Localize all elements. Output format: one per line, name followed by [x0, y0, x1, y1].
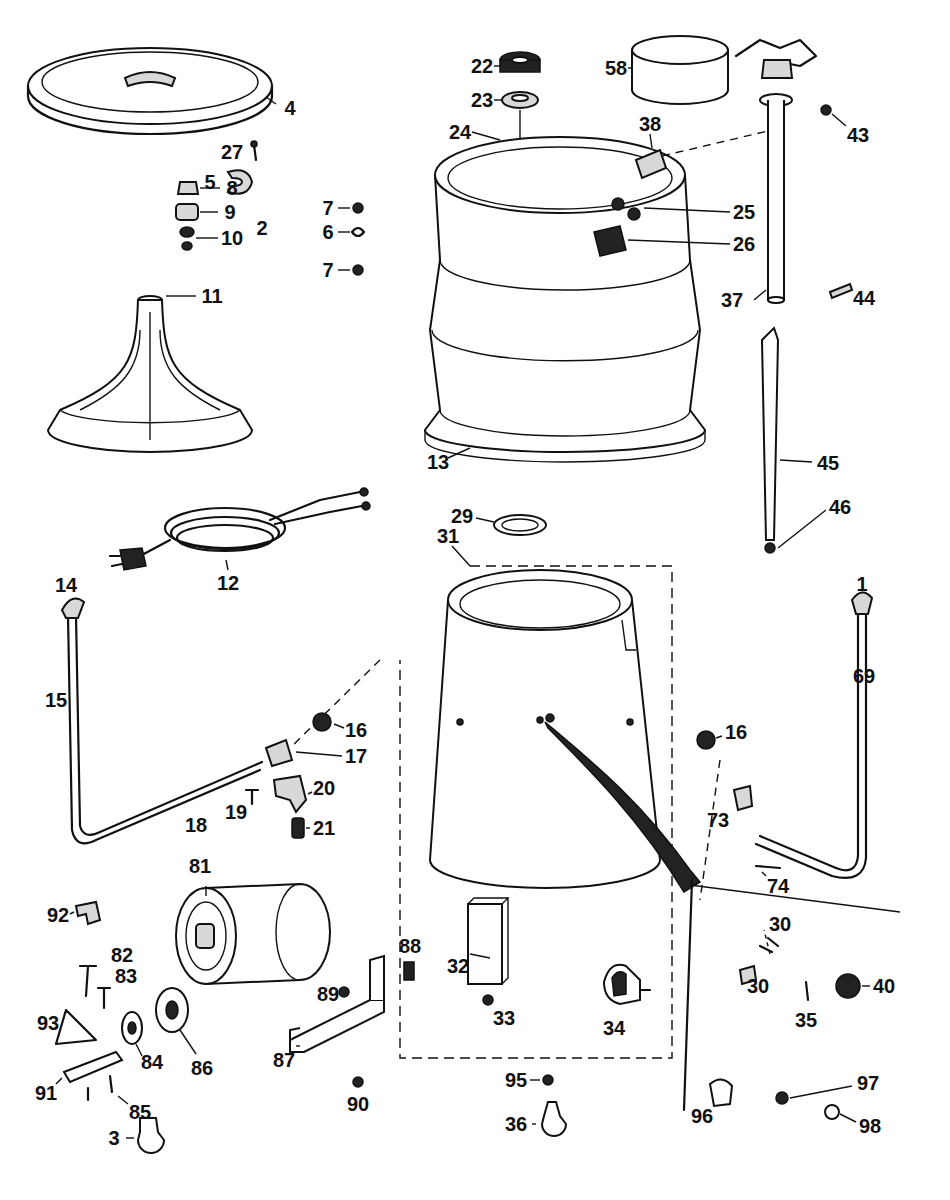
callout-number: 91 [35, 1083, 57, 1103]
callout-number: 12 [217, 573, 239, 593]
callout-number: 9 [224, 202, 235, 222]
callout-number: 33 [493, 1008, 515, 1028]
callout-number: 96 [691, 1106, 713, 1126]
callout-number: 13 [427, 452, 449, 472]
callout-number: 26 [733, 234, 755, 254]
callout-number: 29 [451, 506, 473, 526]
callout-number: 24 [449, 122, 471, 142]
callout-number: 6 [322, 222, 333, 242]
callout-number: 1 [856, 574, 867, 594]
callout-number: 82 [111, 945, 133, 965]
callout-number: 38 [639, 114, 661, 134]
callout-number: 18 [185, 815, 207, 835]
callout-number: 16 [345, 720, 367, 740]
callout-number: 30 [769, 914, 791, 934]
callout-number: 87 [273, 1050, 295, 1070]
callout-number: 8 [226, 178, 237, 198]
callout-number: 88 [399, 936, 421, 956]
callout-number: 21 [313, 818, 335, 838]
callout-number: 11 [201, 286, 222, 306]
callout-number: 89 [317, 984, 339, 1004]
callout-number: 85 [129, 1102, 151, 1122]
callout-number: 92 [47, 905, 69, 925]
callout-number: 17 [345, 746, 367, 766]
callout-number: 19 [225, 802, 247, 822]
callout-number: 4 [284, 98, 295, 118]
callout-number: 32 [447, 956, 469, 976]
callout-number: 86 [191, 1058, 213, 1078]
callout-number: 69 [853, 666, 875, 686]
callout-number: 27 [221, 142, 243, 162]
callout-number: 25 [733, 202, 755, 222]
callout-number: 45 [817, 453, 839, 473]
callout-number: 44 [853, 288, 875, 308]
callout-number: 31 [437, 526, 459, 546]
callout-number: 95 [505, 1070, 527, 1090]
callout-number: 58 [605, 58, 627, 78]
callout-number: 46 [829, 497, 851, 517]
callout-number: 7 [322, 260, 333, 280]
callout-number: 84 [141, 1052, 163, 1072]
callout-number: 93 [37, 1013, 59, 1033]
callout-number: 22 [471, 56, 493, 76]
callout-number: 83 [115, 966, 137, 986]
callout-number: 90 [347, 1094, 369, 1114]
callout-number: 36 [505, 1114, 527, 1134]
callout-number: 23 [471, 90, 493, 110]
callout-number: 10 [221, 228, 243, 248]
callout-number: 73 [707, 810, 729, 830]
callout-number: 3 [108, 1128, 119, 1148]
callout-number: 5 [204, 172, 215, 192]
callout-number: 15 [45, 690, 67, 710]
callout-number: 40 [873, 976, 895, 996]
callout-number: 35 [795, 1010, 817, 1030]
callout-number: 30 [747, 976, 769, 996]
callout-number: 34 [603, 1018, 625, 1038]
callout-number: 97 [857, 1073, 879, 1093]
callout-number: 14 [55, 575, 77, 595]
callout-number: 16 [725, 722, 747, 742]
callout-number: 7 [322, 198, 333, 218]
callout-number: 74 [767, 876, 789, 896]
callout-number: 43 [847, 125, 869, 145]
callout-number: 2 [256, 218, 267, 238]
callout-number: 81 [189, 856, 211, 876]
callout-number: 98 [859, 1116, 881, 1136]
callout-number: 37 [721, 290, 743, 310]
callout-number: 20 [313, 778, 335, 798]
